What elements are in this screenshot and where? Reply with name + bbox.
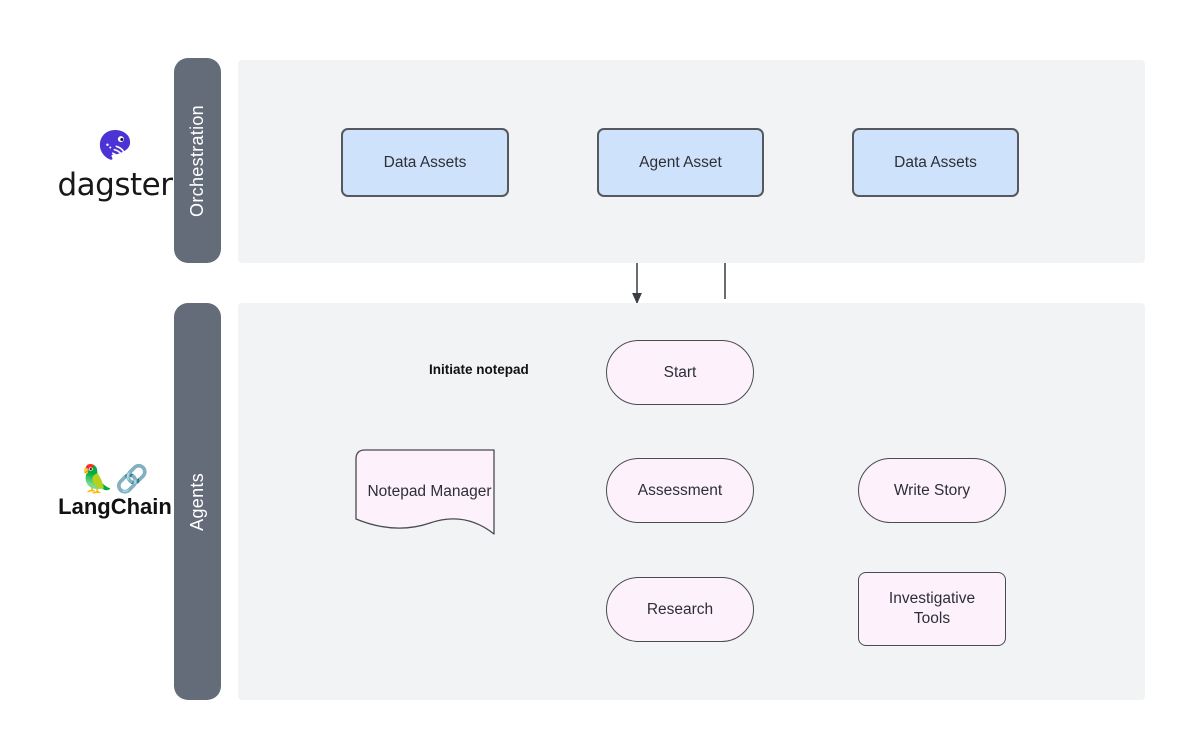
node-research[interactable]: Research xyxy=(606,577,754,642)
lane-label-orchestration: Orchestration xyxy=(187,104,207,217)
brand-dagster: dagster xyxy=(40,118,190,208)
dagster-wordmark: dagster xyxy=(57,166,173,203)
lane-tab-orchestration: Orchestration xyxy=(174,58,221,263)
node-label-line-2: Tools xyxy=(913,610,951,627)
node-label: Assessment xyxy=(637,481,723,499)
brand-langchain: 🦜🔗 LangChain xyxy=(40,452,190,532)
node-label: Data Assets xyxy=(894,153,977,171)
document-shape-icon xyxy=(355,449,495,535)
node-agent-asset[interactable]: Agent Asset xyxy=(597,128,764,197)
node-label: Data Assets xyxy=(383,153,467,171)
node-data-assets-1[interactable]: Data Assets xyxy=(341,128,509,197)
dagster-whale-logo xyxy=(99,129,131,160)
node-notepad-manager[interactable]: Notepad Manager xyxy=(355,449,504,535)
node-label: Investigative Tools xyxy=(889,589,975,629)
node-label: Agent Asset xyxy=(639,153,722,171)
node-label: Start xyxy=(663,363,697,381)
node-label: Research xyxy=(646,600,714,618)
parrot-and-chain-icon: 🦜🔗 xyxy=(80,464,150,494)
node-assessment[interactable]: Assessment xyxy=(606,458,754,523)
node-data-assets-2[interactable]: Data Assets xyxy=(852,128,1019,197)
node-start[interactable]: Start xyxy=(606,340,754,405)
node-investigative-tools[interactable]: Investigative Tools xyxy=(858,572,1006,646)
lane-label-agents: Agents xyxy=(187,472,207,531)
lane-tab-agents: Agents xyxy=(174,303,221,700)
node-write-story[interactable]: Write Story xyxy=(858,458,1006,523)
node-label: Notepad Manager xyxy=(367,483,492,501)
node-label: Write Story xyxy=(893,481,971,499)
node-label-line-1: Investigative xyxy=(888,590,976,608)
edge-label-initiate-notepad: Initiate notepad xyxy=(429,362,529,377)
langchain-wordmark: LangChain xyxy=(58,494,172,519)
